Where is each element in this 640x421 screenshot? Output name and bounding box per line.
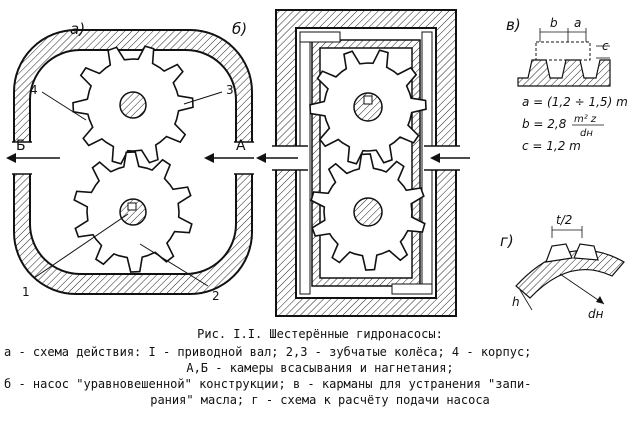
panel-v-relief-pockets: в) b a c a = (1,2 ÷ 1,5) m b = 2,8 m² z … <box>506 16 628 153</box>
inlet-arrow <box>204 153 254 163</box>
formula-b-numerator: m² z <box>574 114 597 125</box>
dim-c: c <box>602 39 609 53</box>
drive-shaft <box>119 198 147 226</box>
panel-a-label: а) <box>70 20 85 38</box>
outlet-arrow <box>6 153 60 163</box>
figure-caption-line-4: рания" масла; г - схема к расчёту подачи… <box>150 393 490 407</box>
inlet-arrow-balanced <box>430 153 470 163</box>
formula-b-denominator: dн <box>580 128 593 139</box>
pump-housing <box>13 29 253 295</box>
panel-g-label: г) <box>500 232 514 250</box>
panel-v-label: в) <box>506 16 521 34</box>
shaft-lower-balanced <box>353 197 383 227</box>
panel-a-schematic: а) 4 3 1 2 Б А <box>6 20 256 303</box>
figure-caption-line-2: А,Б - камеры всасывания и нагнетания; <box>186 361 454 375</box>
tooth-gap <box>545 243 573 263</box>
formula-c: c = 1,2 m <box>522 139 581 153</box>
panel-b-label: б) <box>232 20 247 38</box>
shaft-upper-balanced <box>353 92 383 122</box>
dim-dn: dн <box>588 307 604 321</box>
panel-b-balanced-pump: б) <box>232 9 470 317</box>
shaft-key <box>127 202 137 211</box>
callout-4: 4 <box>30 83 38 97</box>
figure-caption-title: Рис. I.I. Шестерённые гидронасосы: <box>197 327 443 341</box>
balanced-pump-housing <box>275 9 457 317</box>
dim-t-half: t/2 <box>556 213 572 227</box>
shaft-upper <box>119 91 147 119</box>
tooth-profile <box>517 59 611 87</box>
dim-a: a <box>574 16 581 30</box>
callout-1: 1 <box>22 285 30 299</box>
chamber-b-label: Б <box>16 138 26 154</box>
dim-h: h <box>512 295 520 309</box>
figure-caption-line-3: б - насос "уравновешенной" конструкции; … <box>4 377 532 391</box>
figure-caption-line-1: а - схема действия: I - приводной вал; 2… <box>4 345 532 359</box>
callout-2: 2 <box>212 289 220 303</box>
formula-b-lhs: b = 2,8 <box>522 117 567 131</box>
callout-3: 3 <box>226 83 234 97</box>
dim-b: b <box>550 16 558 30</box>
outlet-arrow-balanced <box>256 153 298 163</box>
chamber-a-label: А <box>236 138 246 154</box>
formula-a: a = (1,2 ÷ 1,5) m <box>522 95 628 109</box>
panel-g-delivery-scheme: г) t/2 h dн <box>500 213 625 321</box>
